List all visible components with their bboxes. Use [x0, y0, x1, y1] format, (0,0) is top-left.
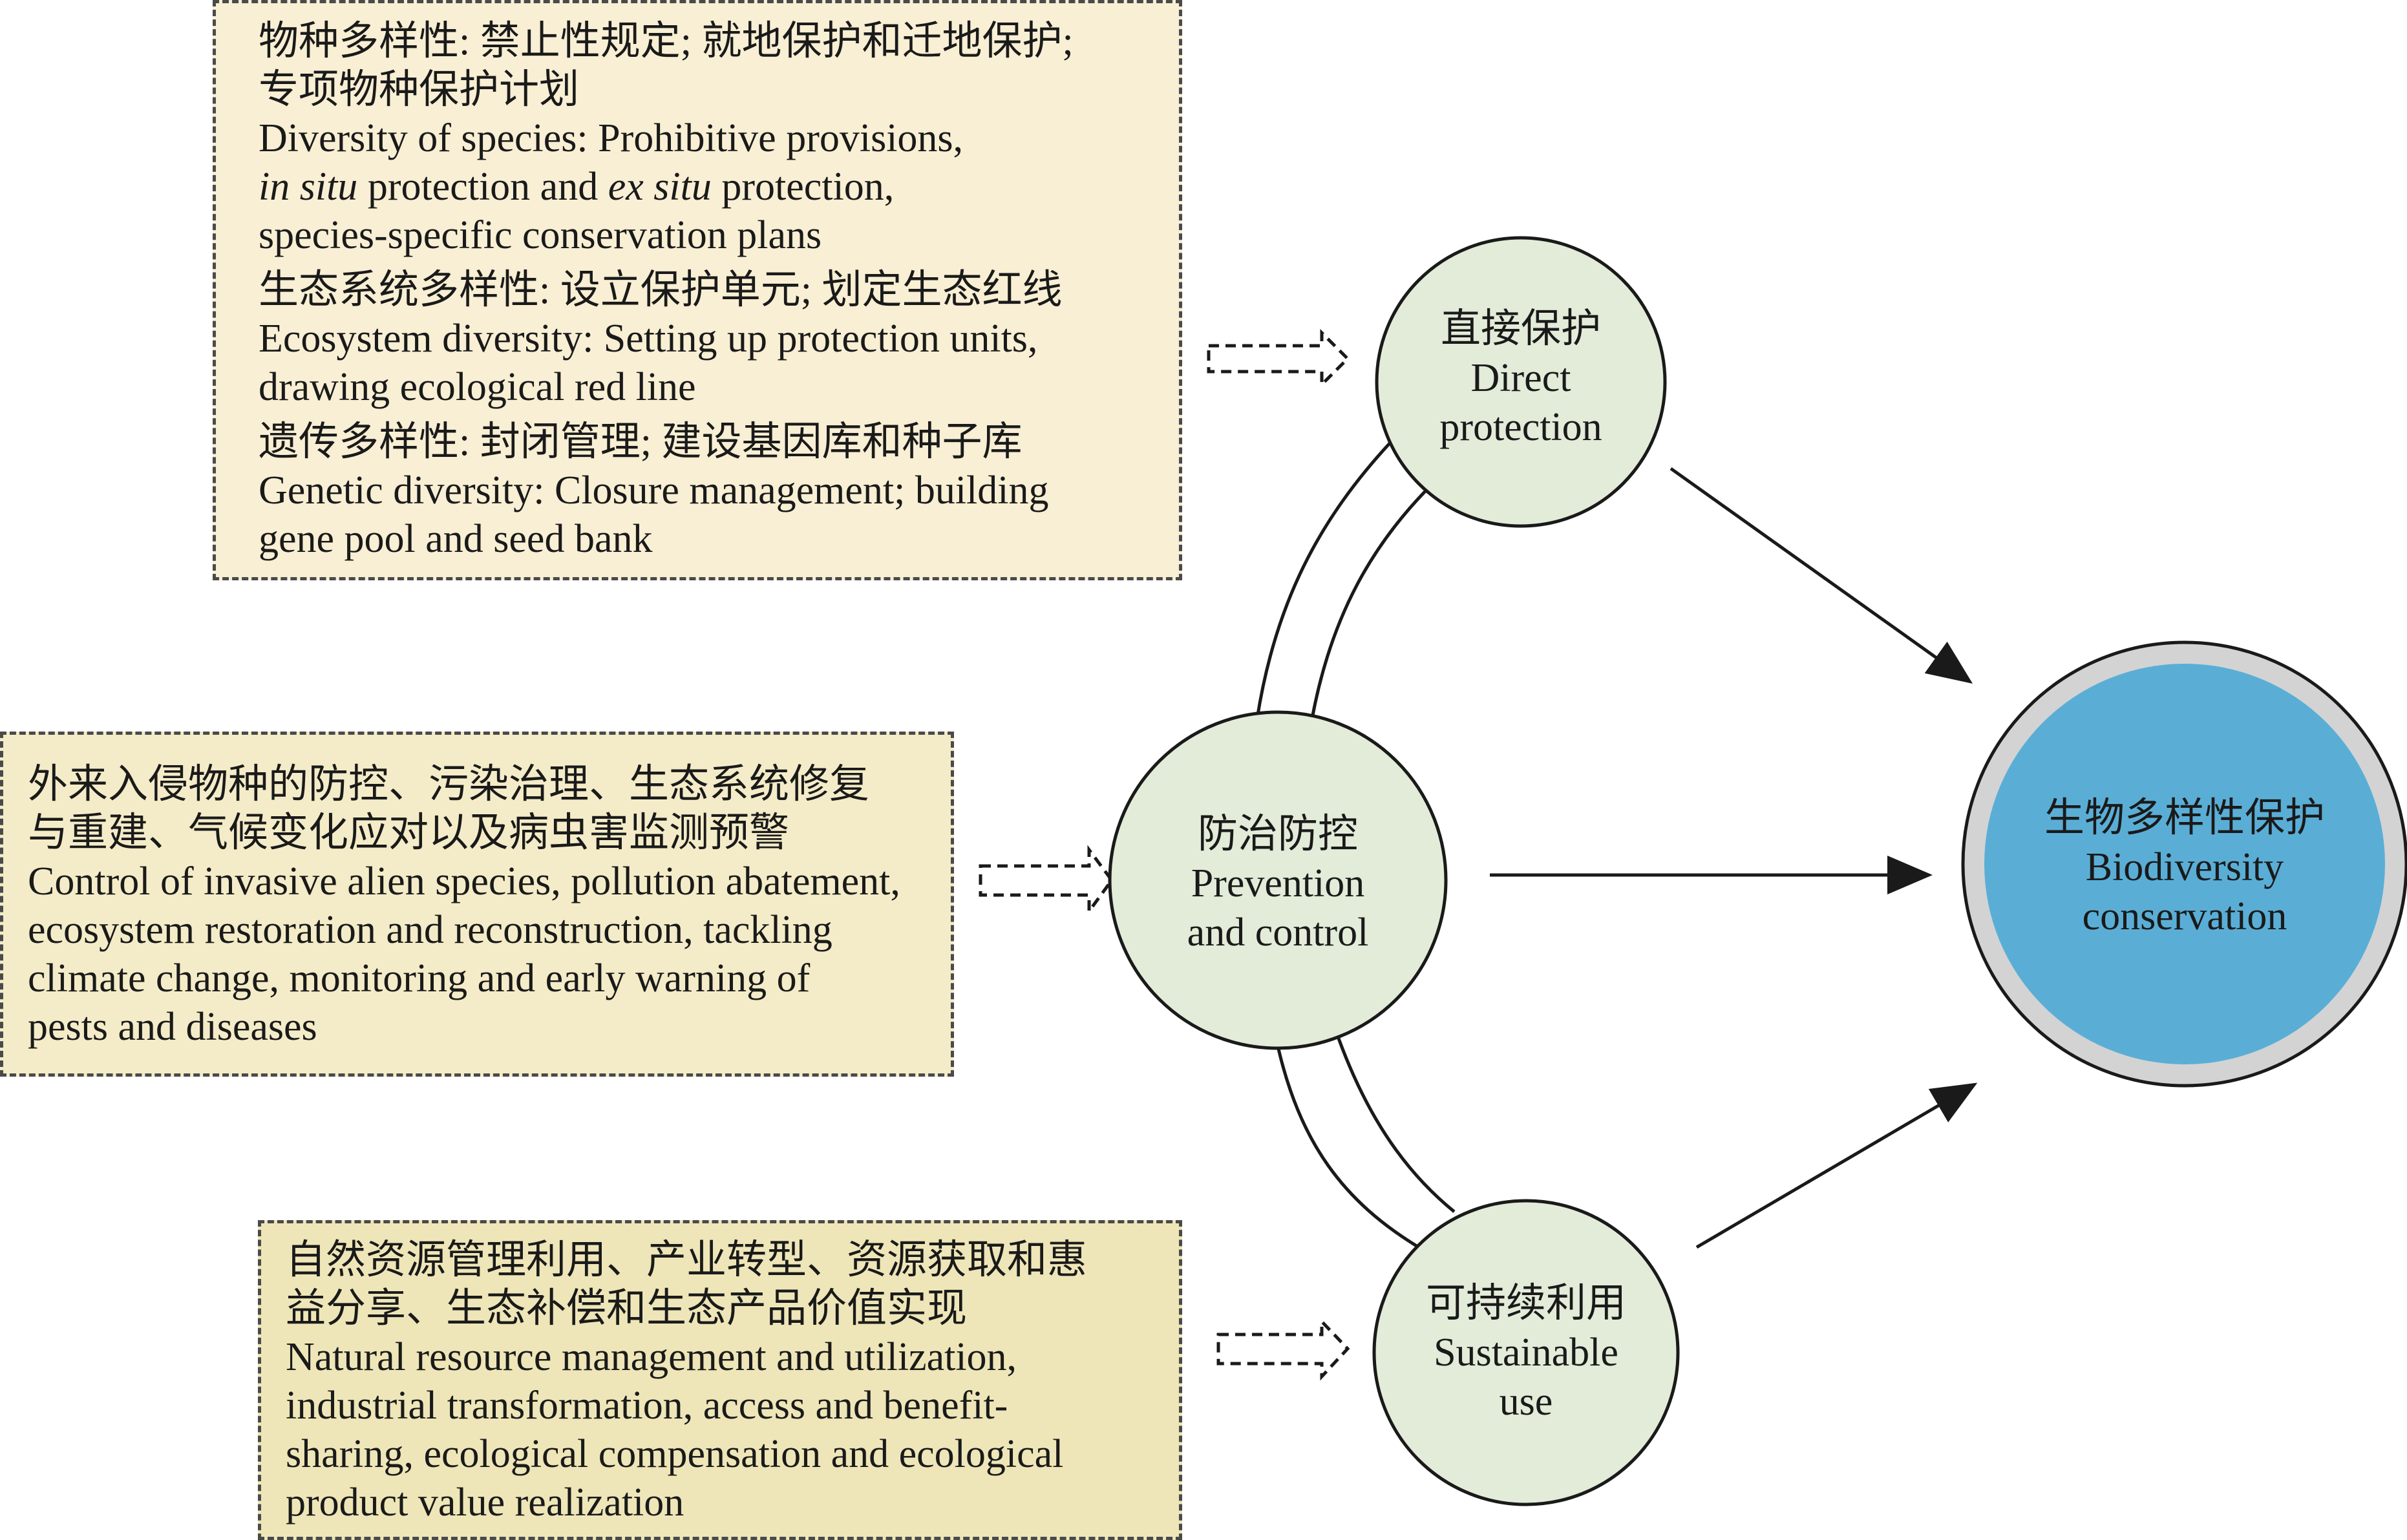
node-direct-circle [1375, 236, 1667, 528]
node-sustainable-zh: 可持续利用 [1425, 1282, 1626, 1325]
node-prevention-en-1: Prevention [1191, 861, 1365, 905]
connector-arc-outer-bottom [1275, 1040, 1420, 1249]
species-zh-line: 物种多样性: 禁止性规定; 就地保护和迁地保护; [259, 19, 1074, 63]
prevention-en-line-4: pests and diseases [28, 1005, 317, 1049]
species-zh-line-2: 专项物种保护计划 [259, 68, 580, 112]
sustainable-en-line-2: industrial transformation, access and be… [286, 1384, 1008, 1428]
direct-protection-box: 物种多样性: 禁止性规定; 就地保护和迁地保护; 专项物种保护计划 Divers… [213, 0, 1182, 580]
node-sustainable-en-1: Sustainable [1434, 1331, 1618, 1375]
node-prevention-zh: 防治防控 [1197, 812, 1358, 856]
prevention-en-line-1: Control of invasive alien species, pollu… [28, 860, 900, 903]
dashed-arrow-sustainable [1216, 1317, 1350, 1381]
in-situ-term: in situ [259, 165, 358, 209]
ecosystem-zh-line: 生态系统多样性: 设立保护单元; 划定生态红线 [259, 268, 1063, 312]
species-en-line-2-part-b: protection and [357, 165, 608, 209]
node-sustainable-use: 可持续利用 Sustainable use [1397, 1259, 1655, 1446]
node-prevention-control: 防治防控 Prevention and control [1149, 790, 1407, 977]
species-en-line-3: species-specific conservation plans [259, 213, 822, 257]
sustainable-en-line-4: product value realization [286, 1481, 684, 1524]
species-en-line-2-part-d: protection, [711, 165, 895, 209]
node-center-en-2: conservation [2082, 894, 2287, 938]
node-prevention-en-2: and control [1187, 911, 1369, 955]
node-direct-protection: 直接保护 Direct protection [1392, 284, 1650, 472]
dashed-arrow-prevention [979, 845, 1114, 916]
sustainable-zh-line-2: 益分享、生态补偿和生态产品价值实现 [286, 1287, 968, 1331]
sustainable-zh-line-1: 自然资源管理利用、产业转型、资源获取和惠 [286, 1238, 1088, 1282]
prevention-en-line-2: ecosystem restoration and reconstruction… [28, 908, 832, 952]
node-biodiversity-conservation: 生物多样性保护 Biodiversity conservation [2023, 774, 2346, 961]
node-center-circle [1984, 664, 2385, 1064]
prevention-zh-line-2: 与重建、气候变化应对以及病虫害监测预警 [28, 811, 790, 855]
sustainable-en-line-3: sharing, ecological compensation and eco… [286, 1432, 1064, 1476]
node-direct-en-2: protection [1439, 405, 1602, 449]
species-en-line-1: Diversity of species: Prohibitive provis… [259, 116, 964, 160]
genetic-zh-line: 遗传多样性: 封闭管理; 建设基因库和种子库 [259, 420, 1023, 464]
arrow-direct-to-center [1670, 467, 1973, 684]
connector-arc-outer-top [1255, 432, 1401, 719]
direct-protection-box-text: 物种多样性: 禁止性规定; 就地保护和迁地保护; 专项物种保护计划 Divers… [259, 17, 1166, 564]
prevention-control-box: 外来入侵物种的防控、污染治理、生态系统修复 与重建、气候变化应对以及病虫害监测预… [0, 732, 954, 1077]
ex-situ-term: ex situ [608, 165, 712, 209]
genetic-en-line-1: Genetic diversity: Closure management; b… [259, 469, 1049, 512]
prevention-control-box-text: 外来入侵物种的防控、污染治理、生态系统修复 与重建、气候变化应对以及病虫害监测预… [28, 761, 938, 1051]
prevention-en-line-3: climate change, monitoring and early war… [28, 956, 811, 1000]
ecosystem-en-line-2: drawing ecological red line [259, 365, 696, 409]
connector-arc-inner-bottom [1333, 1027, 1456, 1213]
node-sustainable-en-2: use [1499, 1380, 1553, 1424]
species-en-line-2: in situ protection and ex situ protectio… [259, 163, 1166, 211]
ecosystem-en-line-1: Ecosystem diversity: Setting up protecti… [259, 317, 1038, 361]
sustainable-en-line-1: Natural resource management and utilizat… [286, 1335, 1017, 1379]
node-prevention-circle [1108, 710, 1448, 1050]
sustainable-use-box: 自然资源管理利用、产业转型、资源获取和惠 益分享、生态补偿和生态产品价值实现 N… [258, 1220, 1182, 1540]
dashed-arrow-direct [1207, 328, 1350, 389]
connector-arc-inner-top [1310, 483, 1433, 719]
genetic-en-line-2: gene pool and seed bank [259, 517, 653, 561]
prevention-zh-line-1: 外来入侵物种的防控、污染治理、生态系统修复 [28, 763, 870, 807]
node-direct-en-1: Direct [1470, 356, 1571, 400]
arrow-sustainable-to-center [1695, 1082, 1978, 1249]
node-sustainable-circle [1372, 1199, 1680, 1506]
node-center-zh: 生物多样性保护 [2044, 796, 2325, 840]
node-direct-zh: 直接保护 [1440, 307, 1601, 351]
node-center-en-1: Biodiversity [2085, 845, 2284, 889]
sustainable-use-box-text: 自然资源管理利用、产业转型、资源获取和惠 益分享、生态补偿和生态产品价值实现 N… [286, 1236, 1166, 1527]
